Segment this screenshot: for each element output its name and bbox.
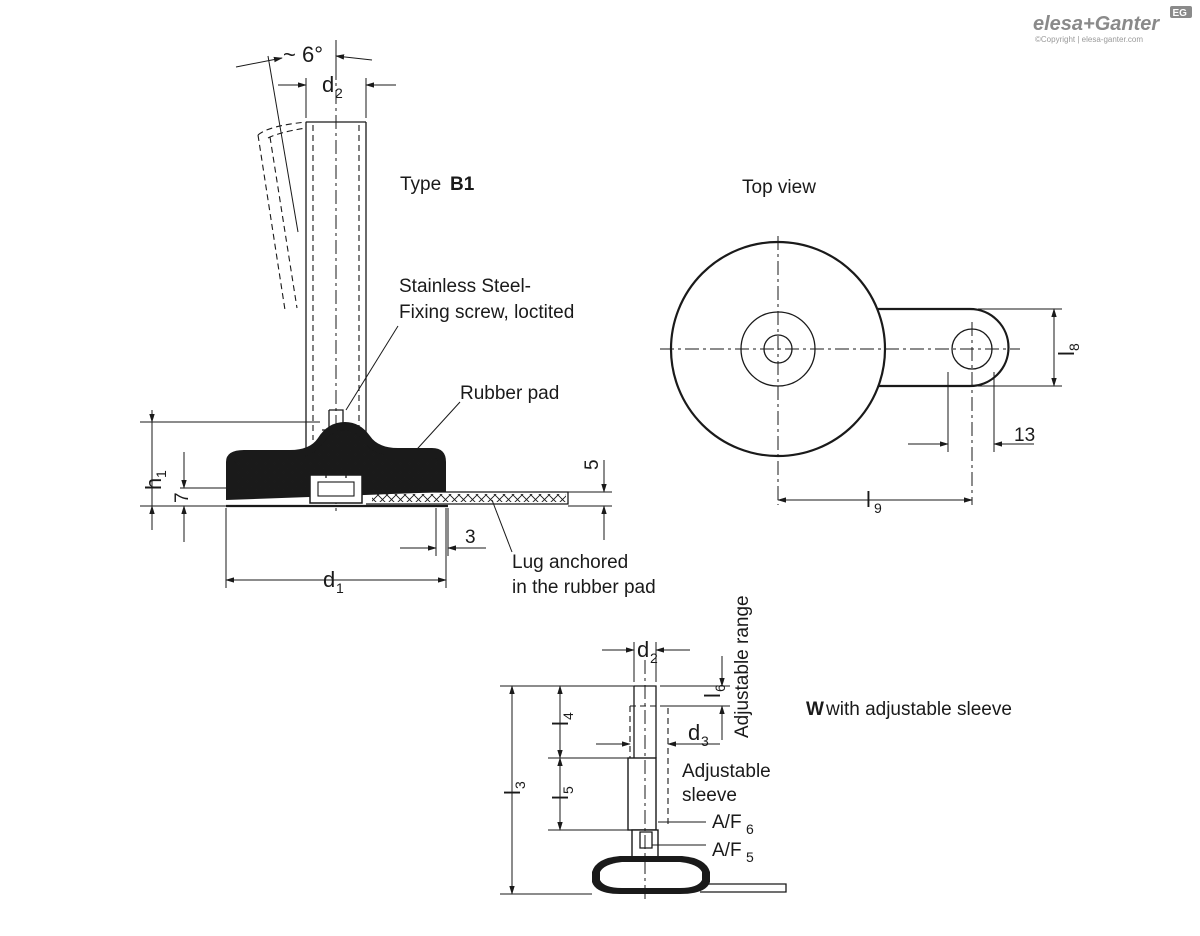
dim-d2-label: d <box>322 72 334 97</box>
logo-badge <box>1170 6 1192 18</box>
sleeve-dim-d3-sub: 3 <box>701 733 709 749</box>
sleeve-label-line1: Adjustable <box>682 761 771 782</box>
dim-h1-and-7: h 1 7 <box>140 410 320 542</box>
logo-text: elesa+Ganter <box>1033 13 1160 35</box>
dim-l3-l4-l5: l 3 l 4 l 5 <box>500 685 634 895</box>
callout-pad: Rubber pad <box>460 383 559 404</box>
dim-d1: d 1 <box>225 508 447 596</box>
callout-screw-line1: Stainless Steel- <box>399 276 531 297</box>
top-view-title: Top view <box>742 177 816 198</box>
brand-logo: elesa+Ganter EG ©Copyright | elesa-gante… <box>1033 6 1192 44</box>
sleeve-dim-l6-sub: 6 <box>712 684 728 692</box>
dim-3-label: 3 <box>465 527 476 548</box>
callouts: Stainless Steel- Fixing screw, loctited … <box>345 276 656 598</box>
sleeve-title-rest: with adjustable sleeve <box>825 699 1012 720</box>
dim-d2: d 2 <box>278 72 396 118</box>
sleeve-dim-l4-label: l <box>548 721 573 726</box>
sleeve-dim-l3-label: l <box>500 790 525 795</box>
sleeve-part <box>592 660 787 900</box>
dim-d1-sub: 1 <box>336 580 344 596</box>
sleeve-label-line2: sleeve <box>682 785 737 806</box>
dim-l9-label: l <box>866 487 871 512</box>
type-b1-view: ~ 6° d 2 Type B1 Stai <box>140 40 656 598</box>
sleeve-view: W with adjustable sleeve d 2 d 3 <box>500 595 1012 900</box>
type-prefix: Type <box>400 174 441 195</box>
callout-lug-line1: Lug anchored <box>512 552 628 573</box>
dim-l9-sub: 9 <box>874 500 882 516</box>
sleeve-dim-d3-label: d <box>688 720 700 745</box>
dim-5-label: 5 <box>582 459 603 470</box>
dim-l8-sub: 8 <box>1066 343 1082 351</box>
dim-l8-label: l <box>1054 351 1079 356</box>
adjustable-range-label: Adjustable range <box>732 595 753 738</box>
sleeve-dim-d2-sub: 2 <box>650 650 658 666</box>
top-view-outline <box>660 236 1020 505</box>
sleeve-dim-l4-sub: 4 <box>560 712 576 720</box>
lug <box>366 491 569 505</box>
logo-badge-text: EG <box>1173 8 1188 19</box>
dim-l8: l 8 <box>978 308 1082 387</box>
angle-dimension: ~ 6° <box>235 42 373 233</box>
sleeve-dim-l5-label: l <box>548 795 573 800</box>
top-view: Top view l 8 13 l 9 <box>660 177 1082 516</box>
af6-label: A/F <box>712 812 742 833</box>
sleeve-callouts: Adjustable sleeve A/F 6 A/F 5 <box>652 761 771 865</box>
dim-7-label: 7 <box>172 492 193 503</box>
dim-d2-sub: 2 <box>335 85 343 101</box>
dim-h1-sub: 1 <box>153 470 169 478</box>
dim-l6-sleeve: l 6 Adjustable range <box>660 595 753 740</box>
dim-d3-sleeve: d 3 <box>596 720 720 749</box>
dim-13-label: 13 <box>1014 425 1035 446</box>
dim-d2-sleeve: d 2 <box>602 637 690 682</box>
sleeve-dim-l5-sub: 5 <box>560 786 576 794</box>
dim-h1-label: h <box>141 478 166 490</box>
af5-label: A/F <box>712 840 742 861</box>
base-body <box>226 409 448 508</box>
callout-screw-line2: Fixing screw, loctited <box>399 302 574 323</box>
sleeve-dim-d2-label: d <box>637 637 649 662</box>
type-code: B1 <box>450 174 475 195</box>
copyright-text: ©Copyright | elesa-ganter.com <box>1035 35 1143 44</box>
angle-label: ~ 6° <box>283 42 323 67</box>
sleeve-dim-l6-label: l <box>700 693 725 698</box>
dim-5: 5 <box>568 459 612 540</box>
af6-sub: 6 <box>746 821 754 837</box>
dim-13: 13 <box>908 372 1035 452</box>
sleeve-dim-l3-sub: 3 <box>512 781 528 789</box>
sleeve-title-bold: W <box>806 699 824 720</box>
tilted-stud-phantom <box>257 121 307 311</box>
dim-d1-label: d <box>323 567 335 592</box>
af5-sub: 5 <box>746 849 754 865</box>
callout-lug-line2: in the rubber pad <box>512 577 656 598</box>
dim-3: 3 <box>400 508 486 556</box>
dim-l9: l 9 <box>777 487 973 516</box>
